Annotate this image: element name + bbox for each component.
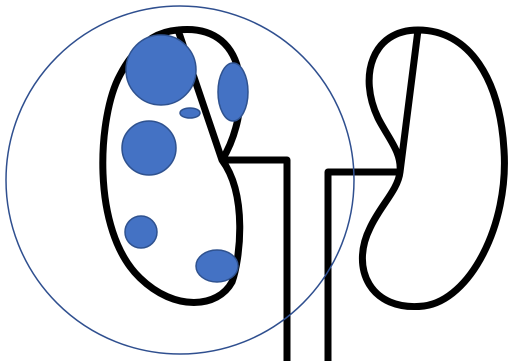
cyst-large-top xyxy=(126,35,196,105)
cyst-elongated-right xyxy=(218,63,248,121)
right-kidney-outline xyxy=(328,30,504,361)
cyst-mid-left xyxy=(122,121,176,175)
cyst-lower-left xyxy=(125,216,157,248)
cyst-bottom xyxy=(196,250,238,282)
cyst-small-center xyxy=(180,108,200,118)
